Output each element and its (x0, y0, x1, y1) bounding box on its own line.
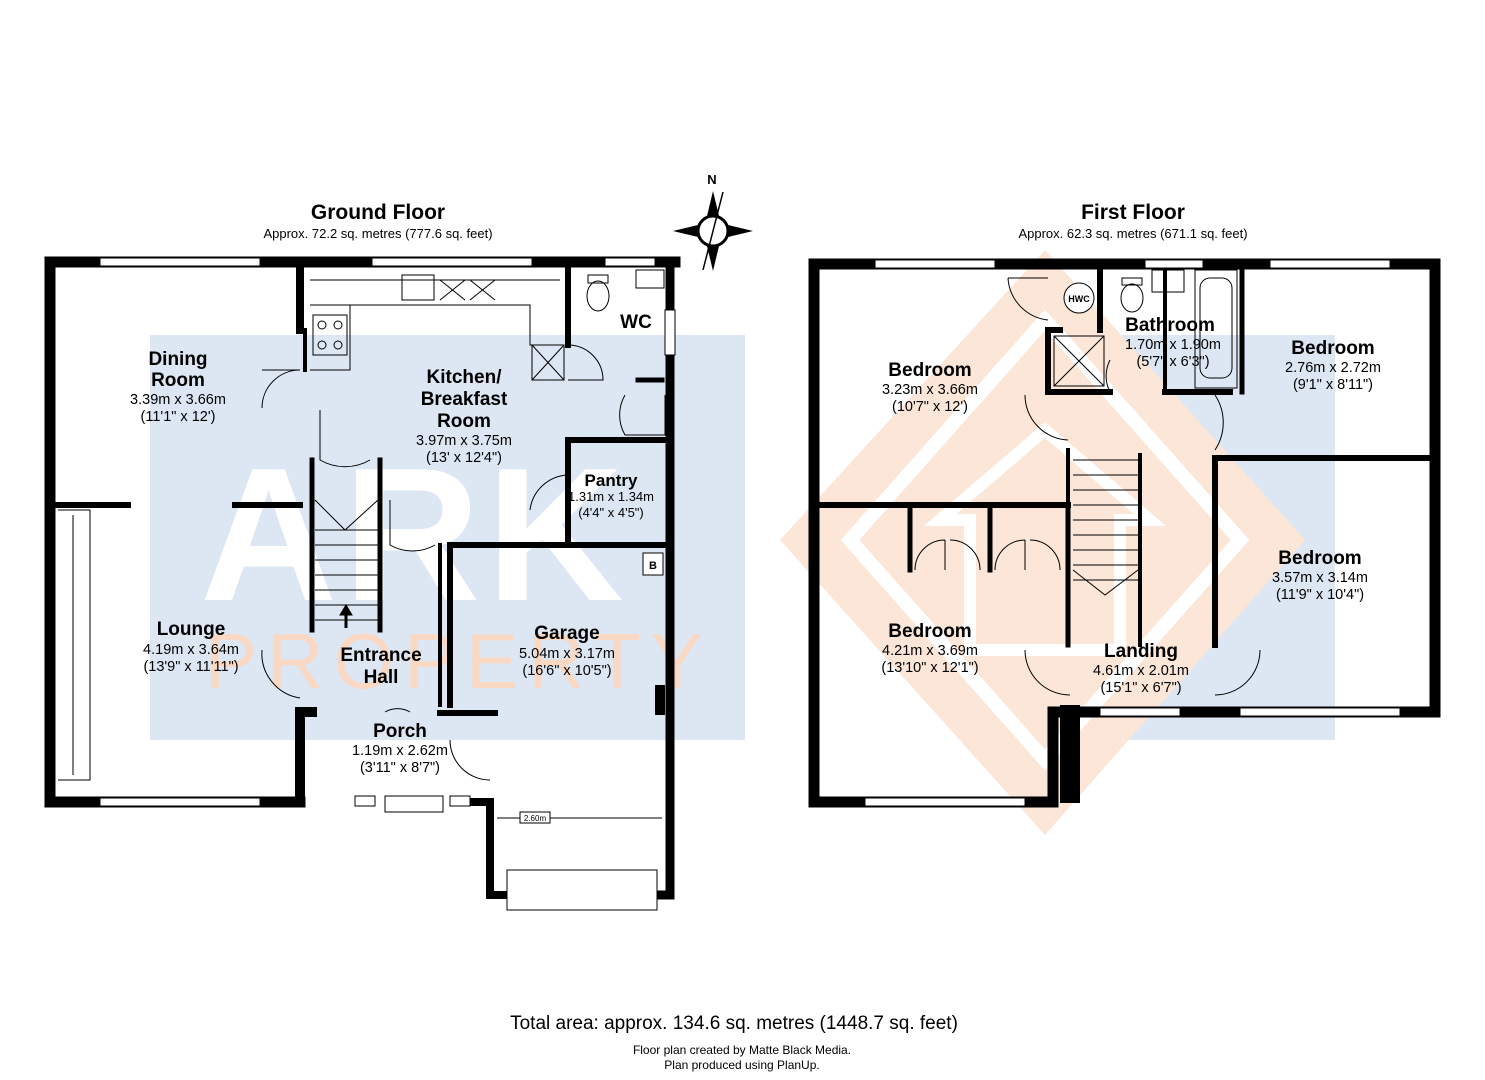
first-floor-windows (864, 259, 1401, 807)
first-stairs (1072, 459, 1139, 596)
svg-text:(11'1" x 12'): (11'1" x 12') (141, 409, 216, 425)
ground-floor-windows (99, 257, 676, 813)
compass-icon: N (673, 172, 753, 271)
svg-text:(4'4" x 4'5"): (4'4" x 4'5") (578, 505, 644, 520)
first-floor-plan: First Floor Approx. 62.3 sq. metres (671… (808, 201, 1441, 808)
wardrobes (914, 539, 1061, 571)
svg-text:3.57m x 3.14m: 3.57m x 3.14m (1272, 570, 1368, 586)
credit-line-1: Floor plan created by Matte Black Media. (633, 1043, 851, 1057)
svg-text:Breakfast: Breakfast (421, 389, 508, 410)
svg-text:3.39m x 3.66m: 3.39m x 3.66m (130, 392, 226, 408)
hwc-cylinder-icon (1063, 282, 1095, 314)
svg-text:Bedroom: Bedroom (1291, 338, 1374, 359)
total-area: Total area: approx. 134.6 sq. metres (14… (510, 1013, 958, 1034)
svg-text:Hall: Hall (364, 667, 399, 688)
svg-text:(13'9" x 11'11"): (13'9" x 11'11") (143, 659, 238, 675)
basin-icon (635, 269, 665, 289)
boiler-icon (642, 552, 664, 576)
room-bedroom-ne: Bedroom 2.76m x 2.72m (9'1" x 8'11") (1285, 338, 1381, 393)
svg-text:1.70m x 1.90m: 1.70m x 1.90m (1125, 337, 1221, 353)
ground-floor-title: Ground Floor (311, 201, 445, 224)
svg-text:4.21m x 3.69m: 4.21m x 3.69m (882, 643, 978, 659)
bath-icon (1194, 269, 1238, 389)
shower-icon (1053, 335, 1105, 387)
svg-text:Pantry: Pantry (585, 471, 638, 490)
watermark-house-icon (923, 422, 1167, 656)
svg-text:Kitchen/: Kitchen/ (427, 367, 503, 388)
room-garage: Garage 5.04m x 3.17m (16'6" x 10'5") (519, 623, 615, 679)
room-bedroom-nw: Bedroom 3.23m x 3.66m (10'7" x 12') (882, 360, 978, 415)
svg-text:(10'7" x 12'): (10'7" x 12') (892, 399, 968, 415)
svg-text:2.76m x 2.72m: 2.76m x 2.72m (1285, 360, 1381, 376)
svg-text:Landing: Landing (1104, 641, 1178, 662)
svg-text:Room: Room (437, 411, 491, 432)
credit-line-2: Plan produced using PlanUp. (664, 1058, 819, 1072)
room-wc: WC (620, 312, 652, 333)
svg-text:Dining: Dining (148, 349, 207, 370)
svg-text:(13' x 12'4"): (13' x 12'4") (426, 450, 502, 466)
first-doors (1007, 277, 1261, 696)
wc-fittings (586, 269, 665, 312)
svg-text:Lounge: Lounge (157, 619, 226, 640)
room-entrance-hall: Entrance Hall (340, 645, 421, 688)
svg-text:(16'6" x 10'5"): (16'6" x 10'5") (522, 663, 611, 679)
room-lounge: Lounge 4.19m x 3.64m (13'9" x 11'11") (143, 619, 239, 675)
svg-text:WC: WC (620, 312, 652, 333)
watermark-text-property: PROPERTY (205, 617, 713, 705)
hob-icon (312, 314, 348, 356)
room-bedroom-e: Bedroom 3.57m x 3.14m (11'9" x 10'4") (1272, 548, 1368, 603)
ground-doors (261, 344, 666, 781)
room-porch: Porch 1.19m x 2.62m (3'11" x 8'7") (352, 721, 448, 776)
svg-text:(13'10" x 12'1"): (13'10" x 12'1") (881, 660, 978, 676)
svg-text:3.23m x 3.66m: 3.23m x 3.66m (882, 382, 978, 398)
svg-text:(3'11" x 8'7"): (3'11" x 8'7") (360, 760, 440, 776)
sink-icon (401, 274, 435, 301)
svg-text:1.19m x 2.62m: 1.19m x 2.62m (352, 743, 448, 759)
svg-text:5.04m x 3.17m: 5.04m x 3.17m (519, 646, 615, 662)
room-bathroom: Bathroom 1.70m x 1.90m (5'7" x 6'3") (1125, 315, 1221, 370)
kitchen-units (310, 274, 565, 381)
watermark-diamond-inner (840, 309, 1250, 771)
svg-text:Garage: Garage (534, 623, 599, 644)
ground-floor-plan: Ground Floor Approx. 72.2 sq. metres (77… (44, 201, 681, 911)
boiler-label: B (649, 560, 657, 572)
svg-text:Entrance: Entrance (340, 645, 421, 666)
room-bedroom-sw: Bedroom 4.21m x 3.69m (13'10" x 12'1") (881, 621, 978, 676)
basin-icon (1151, 269, 1185, 293)
room-kitchen: Kitchen/ Breakfast Room 3.97m x 3.75m (1… (416, 367, 512, 466)
room-landing: Landing 4.61m x 2.01m (15'1" x 6'7") (1093, 641, 1189, 696)
svg-text:(11'9" x 10'4"): (11'9" x 10'4") (1276, 587, 1364, 603)
svg-text:Porch: Porch (373, 721, 427, 742)
room-pantry: Pantry 1.31m x 1.34m (4'4" x 4'5") (568, 471, 654, 520)
footer: Total area: approx. 134.6 sq. metres (14… (510, 1013, 958, 1072)
first-floor-area: Approx. 62.3 sq. metres (671.1 sq. feet) (1018, 226, 1247, 241)
room-dining: Dining Room 3.39m x 3.66m (11'1" x 12') (130, 349, 226, 425)
ground-stairs (314, 499, 379, 628)
ground-floor-area: Approx. 72.2 sq. metres (777.6 sq. feet) (263, 226, 492, 241)
toilet-icon (586, 280, 610, 312)
svg-text:4.19m x 3.64m: 4.19m x 3.64m (143, 642, 239, 658)
svg-text:4.61m x 2.01m: 4.61m x 2.01m (1093, 663, 1189, 679)
first-floor-title: First Floor (1081, 201, 1185, 224)
lounge-chimney-breast (58, 509, 91, 781)
svg-text:Bedroom: Bedroom (1278, 548, 1361, 569)
svg-text:(15'1" x 6'7"): (15'1" x 6'7") (1100, 680, 1181, 696)
watermark-text-ark: ARK (200, 429, 630, 641)
svg-text:Bathroom: Bathroom (1125, 315, 1215, 336)
garage-door-width: 2.60m (524, 814, 547, 823)
garage-door (497, 811, 662, 911)
bathroom-fittings (1053, 269, 1238, 389)
svg-text:(5'7" x 6'3"): (5'7" x 6'3") (1136, 354, 1209, 370)
svg-text:(9'1" x 8'11"): (9'1" x 8'11") (1293, 377, 1373, 393)
compass-north-label: N (707, 172, 716, 187)
hwc-label: HWC (1068, 294, 1090, 304)
toilet-icon (1120, 283, 1144, 313)
svg-text:3.97m x 3.75m: 3.97m x 3.75m (416, 433, 512, 449)
svg-text:Bedroom: Bedroom (888, 621, 971, 642)
svg-text:Room: Room (151, 370, 205, 391)
svg-text:Bedroom: Bedroom (888, 360, 971, 381)
svg-text:1.31m x 1.34m: 1.31m x 1.34m (568, 489, 654, 504)
